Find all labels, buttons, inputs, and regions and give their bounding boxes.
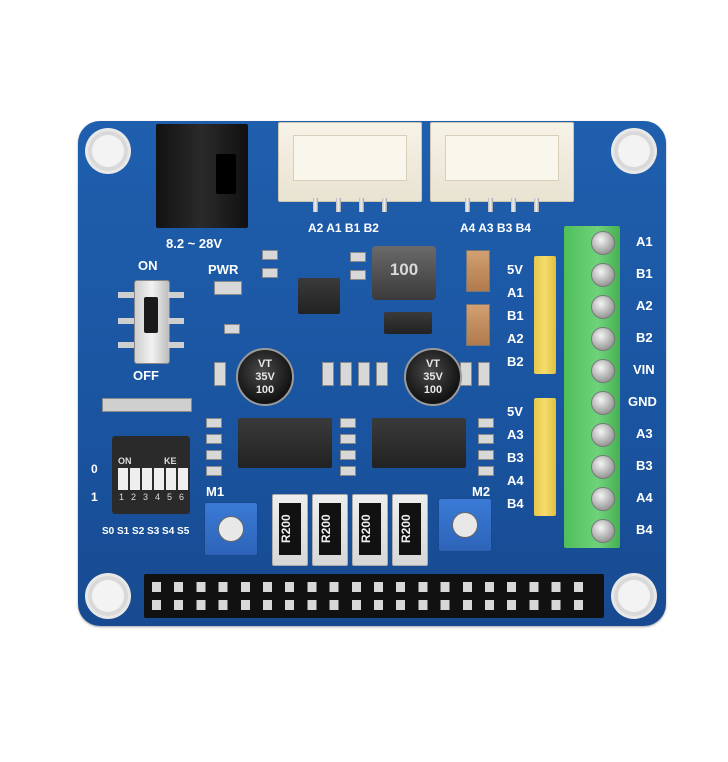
terminal-label-8: A4 — [636, 490, 653, 505]
diode — [384, 312, 432, 334]
motor2-current-potentiometer[interactable] — [438, 498, 492, 552]
header2-label-1: A3 — [507, 427, 524, 442]
terminal-label-2: A2 — [636, 298, 653, 313]
header1-label-4: B2 — [507, 354, 524, 369]
dip-select-labels: S0 S1 S2 S3 S4 S5 — [102, 526, 190, 537]
mounting-hole-bottom-left — [88, 576, 128, 616]
sense-resistor-1: R200 — [272, 494, 308, 566]
address-dip-switch[interactable]: ON KE 1 2 3 4 5 6 — [112, 436, 190, 514]
header1-label-3: A2 — [507, 331, 524, 346]
pwr-led — [214, 281, 242, 295]
dip-row1-label: 1 — [91, 490, 98, 504]
capacitor-orange-2 — [466, 304, 490, 346]
screw-terminal-block — [564, 226, 620, 548]
dc-power-jack — [156, 124, 248, 228]
dip-number-3: 3 — [143, 492, 149, 502]
terminal-label-4: VIN — [633, 362, 655, 377]
motor2-connector-pins: A4 A3 B3 B4 — [460, 221, 531, 235]
header1-label-0: 5V — [507, 262, 523, 277]
regulator-ic — [298, 278, 340, 314]
motor1-connector-pins: A2 A1 B1 B2 — [308, 221, 379, 235]
sense-resistor-3: R200 — [352, 494, 388, 566]
motor1-label: M1 — [206, 484, 225, 499]
header1-label-1: A1 — [507, 285, 524, 300]
header2-label-2: B3 — [507, 450, 524, 465]
inductor: 100 — [372, 246, 436, 300]
dip-ke-text: KE — [164, 456, 177, 466]
driver-ic-2 — [372, 418, 466, 468]
sense-resistor-4: R200 — [392, 494, 428, 566]
dip-number-5: 5 — [167, 492, 173, 502]
driver-ic-1 — [238, 418, 332, 468]
terminal-label-7: B3 — [636, 458, 653, 473]
dip-number-1: 1 — [119, 492, 125, 502]
inductor-marking: 100 — [389, 260, 419, 279]
pwr-label: PWR — [208, 262, 239, 277]
terminal-label-3: B2 — [636, 330, 653, 345]
terminal-label-5: GND — [628, 394, 657, 409]
mounting-hole-top-left — [88, 131, 128, 171]
terminal-label-1: B1 — [636, 266, 653, 281]
terminal-label-9: B4 — [636, 522, 653, 537]
dip-number-4: 4 — [155, 492, 161, 502]
header2-label-3: A4 — [507, 473, 524, 488]
capacitor-orange-1 — [466, 250, 490, 292]
terminal-label-0: A1 — [636, 234, 653, 249]
dip-row0-label: 0 — [91, 462, 98, 476]
power-switch[interactable] — [134, 280, 170, 364]
header2-label-4: B4 — [507, 496, 524, 511]
motor1-connector — [278, 122, 422, 202]
header1-label-2: B1 — [507, 308, 524, 323]
motor2-label: M2 — [472, 484, 491, 499]
motor2-pin-header — [534, 398, 556, 516]
electrolytic-capacitor-2: VT 35V 100 — [404, 348, 462, 406]
switch-on-label: ON — [138, 258, 158, 273]
motor2-connector — [430, 122, 574, 202]
switch-off-label: OFF — [133, 368, 159, 383]
dip-number-2: 2 — [131, 492, 137, 502]
mounting-hole-top-right — [614, 131, 654, 171]
gpio-header — [144, 574, 604, 618]
dip-on-text: ON — [118, 456, 132, 466]
header2-label-0: 5V — [507, 404, 523, 419]
terminal-label-6: A3 — [636, 426, 653, 441]
dip-number-6: 6 — [179, 492, 185, 502]
electrolytic-capacitor-1: VT 35V 100 — [236, 348, 294, 406]
motor1-pin-header — [534, 256, 556, 374]
power-input-label: 8.2 ~ 28V — [166, 236, 223, 251]
sense-resistor-2: R200 — [312, 494, 348, 566]
mounting-hole-bottom-right — [614, 576, 654, 616]
motor1-current-potentiometer[interactable] — [204, 502, 258, 556]
